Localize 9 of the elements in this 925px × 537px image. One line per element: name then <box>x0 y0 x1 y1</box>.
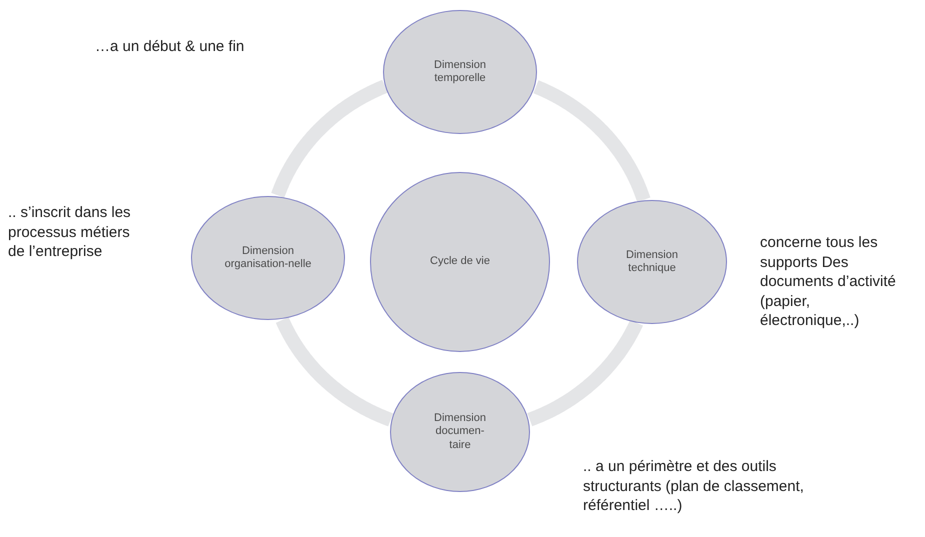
dimension-description: …a un début & une fin <box>95 37 246 56</box>
circle-label: Dimension temporelle <box>433 58 487 86</box>
dimension-description: concerne tous les supports Des documents d’activité (papier, électronique,..) <box>760 233 897 330</box>
circle-label: Cycle de vie <box>429 255 491 269</box>
circle-label: Dimension technique <box>625 248 679 276</box>
dimension-description: .. a un périmètre et des outils structurants (plan de classement, référentiel …..) <box>583 457 805 516</box>
circle-label: Dimension documen-taire <box>433 412 487 452</box>
circle-label: Dimension organisation-nelle <box>224 244 312 272</box>
dimension-description: .. s’inscrit dans les processus métiers de l’entreprise <box>8 203 132 262</box>
